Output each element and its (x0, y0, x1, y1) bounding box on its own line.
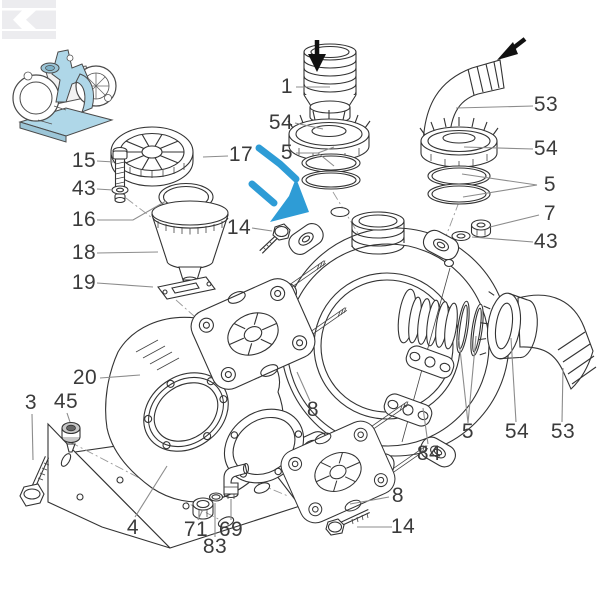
elbow-fitting-69 (223, 462, 250, 499)
blue-highlight-arrow-head (270, 178, 309, 222)
leader-line (296, 371, 311, 402)
bolt-3 (19, 456, 50, 507)
gasket-plate-19 (157, 276, 216, 300)
leader-line (317, 152, 335, 167)
ring-nut-54-top (287, 110, 371, 162)
leader-line (461, 173, 538, 186)
leader-line (294, 122, 324, 130)
blue-highlight-arrow-dash (248, 180, 278, 207)
washer-43-left (111, 185, 129, 204)
outlet-ribbed-sleeve (408, 296, 458, 350)
leader-line (349, 496, 390, 505)
leader-line (251, 227, 273, 232)
kramp-watermark-logo (2, 0, 56, 39)
leader-line (463, 146, 534, 150)
housing-ear (420, 436, 456, 468)
housing-ear (288, 223, 324, 255)
bolt-14-lower (325, 509, 370, 536)
leader-line (31, 413, 34, 461)
leader-line (455, 105, 534, 109)
leader-line (458, 339, 469, 424)
leader-line (510, 337, 517, 423)
leader-line (422, 407, 429, 445)
leader-line (296, 146, 335, 154)
leader-line (97, 200, 167, 221)
leader-line (66, 412, 71, 423)
leader-line (96, 160, 115, 163)
leader-line (561, 367, 564, 423)
housing-ear (422, 229, 460, 261)
valve-assembly-84 (383, 258, 455, 443)
leader-line (96, 251, 159, 254)
leader-line (197, 508, 204, 521)
washer-43-right (451, 230, 471, 242)
grommet-45 (61, 421, 81, 453)
leader-line (467, 335, 477, 424)
leader-line (462, 184, 538, 198)
leader-line (134, 465, 168, 518)
flow-arrow-down-head (308, 54, 326, 72)
o-rings-5-right (427, 165, 491, 205)
filter-bowl-18 (151, 200, 229, 284)
ring-83 (208, 492, 224, 502)
leader-line (202, 155, 229, 158)
bolt-14-upper (259, 223, 291, 254)
nut-7 (470, 219, 492, 238)
leader-line (96, 282, 154, 288)
leader-line (471, 236, 534, 243)
outlet-o-rings-5 (456, 300, 484, 357)
leader-line (489, 214, 540, 228)
leader-line (99, 374, 141, 379)
leader-line (96, 188, 114, 191)
elbow-hose-53-top (422, 59, 505, 151)
filter-cap-17 (110, 126, 194, 187)
blue-highlight-arrow-shaft (255, 144, 300, 183)
assembled-pump-thumbnail (12, 49, 117, 143)
outlet-ring-nut-54 (478, 291, 538, 360)
flow-arrow-diagonal-head (497, 42, 518, 60)
